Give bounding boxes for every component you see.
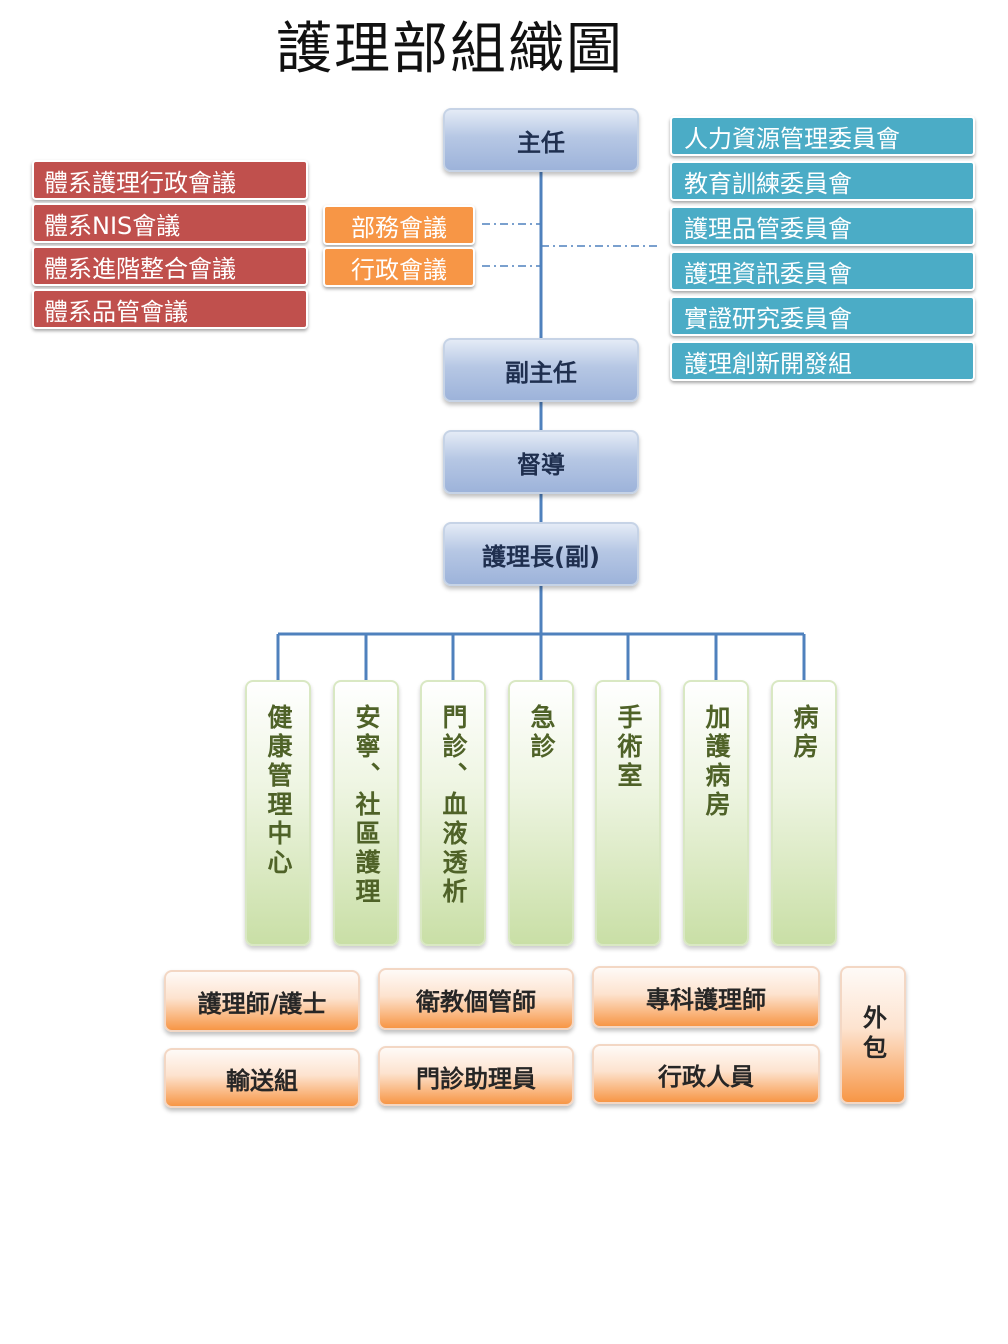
- role-box: 護理師/護士: [164, 970, 360, 1032]
- role-box-outsourced: 外包: [840, 966, 906, 1104]
- unit-label: 健康管理中心: [264, 704, 293, 878]
- deputy-director-box: 副主任: [443, 338, 639, 402]
- role-box: 專科護理師: [592, 966, 820, 1028]
- committee-label: 實證研究委員會: [684, 304, 852, 333]
- role-label: 外包: [858, 1005, 887, 1065]
- committee-label: 護理創新開發組: [684, 349, 852, 378]
- committee-item: 人力資源管理委員會: [670, 116, 975, 156]
- unit-label: 急診: [527, 704, 556, 762]
- department-meeting-label: 部務會議: [351, 213, 447, 242]
- role-label: 門診助理員: [416, 1064, 536, 1093]
- head-nurse-box: 護理長(副): [443, 522, 639, 586]
- committee-item: 護理資訊委員會: [670, 251, 975, 291]
- committee-item: 教育訓練委員會: [670, 161, 975, 201]
- system-meeting-label: 體系NIS會議: [44, 211, 181, 240]
- director-label: 主任: [517, 128, 565, 157]
- unit-label: 手術室: [614, 704, 643, 791]
- unit-label: 門診、血液透析: [439, 704, 468, 907]
- system-meeting-label: 體系品管會議: [44, 297, 188, 326]
- head-nurse-label: 護理長(副): [482, 542, 600, 571]
- role-label: 衛教個管師: [416, 987, 536, 1016]
- system-meeting-label: 體系進階整合會議: [44, 254, 236, 283]
- department-meeting-label: 行政會議: [351, 255, 447, 284]
- unit-column: 病房: [771, 680, 837, 946]
- role-label: 專科護理師: [646, 985, 766, 1014]
- role-label: 輸送組: [226, 1066, 298, 1095]
- role-box: 衛教個管師: [378, 968, 574, 1030]
- committee-item: 護理創新開發組: [670, 341, 975, 381]
- unit-column: 門診、血液透析: [420, 680, 486, 946]
- committee-item: 實證研究委員會: [670, 296, 975, 336]
- role-box: 輸送組: [164, 1048, 360, 1108]
- department-meeting-item: 行政會議: [323, 247, 475, 287]
- committee-label: 護理資訊委員會: [684, 259, 852, 288]
- system-meeting-label: 體系護理行政會議: [44, 168, 236, 197]
- page-title: 護理部組織圖: [276, 17, 624, 82]
- unit-column: 安寧、社區護理: [333, 680, 399, 946]
- unit-column: 加護病房: [683, 680, 749, 946]
- unit-label: 加護病房: [702, 704, 731, 820]
- unit-column: 手術室: [595, 680, 661, 946]
- unit-label: 病房: [790, 704, 819, 762]
- system-meeting-item: 體系進階整合會議: [32, 246, 308, 286]
- deputy-director-label: 副主任: [505, 358, 577, 387]
- committee-item: 護理品管委員會: [670, 206, 975, 246]
- unit-column: 急診: [508, 680, 574, 946]
- system-meeting-item: 體系護理行政會議: [32, 160, 308, 200]
- role-label: 護理師/護士: [197, 989, 327, 1018]
- unit-label: 安寧、社區護理: [352, 704, 381, 907]
- department-meeting-item: 部務會議: [323, 205, 475, 245]
- committee-label: 教育訓練委員會: [684, 169, 852, 198]
- role-box: 行政人員: [592, 1044, 820, 1104]
- system-meeting-item: 體系NIS會議: [32, 203, 308, 243]
- supervisor-label: 督導: [517, 450, 565, 479]
- supervisor-box: 督導: [443, 430, 639, 494]
- unit-column: 健康管理中心: [245, 680, 311, 946]
- committee-label: 人力資源管理委員會: [684, 124, 900, 153]
- role-label: 行政人員: [658, 1062, 754, 1091]
- system-meeting-item: 體系品管會議: [32, 289, 308, 329]
- role-box: 門診助理員: [378, 1046, 574, 1106]
- committee-label: 護理品管委員會: [684, 214, 852, 243]
- director-box: 主任: [443, 108, 639, 172]
